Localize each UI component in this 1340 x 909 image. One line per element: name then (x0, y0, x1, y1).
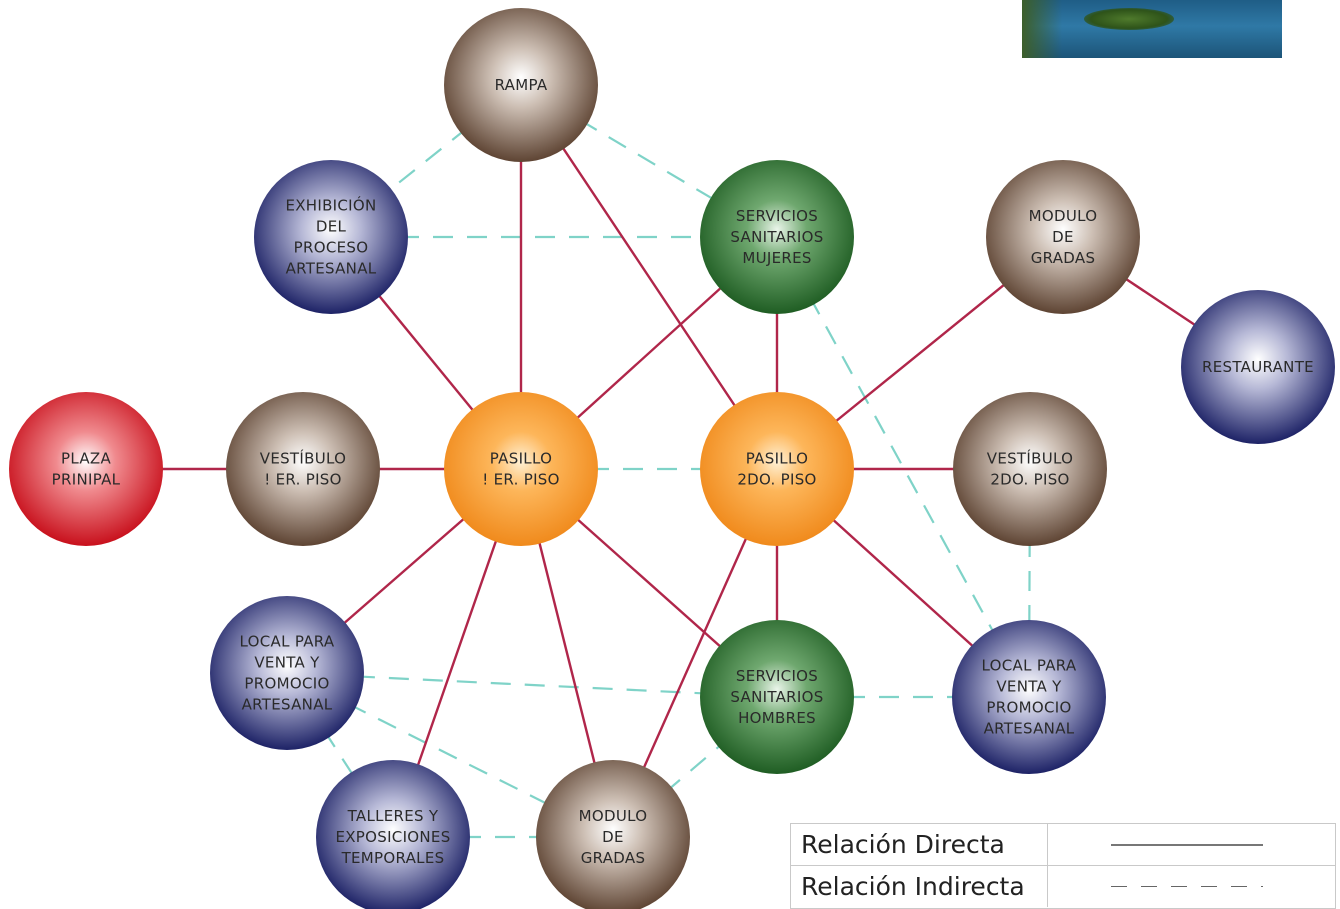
node-label: SERVICIOS (736, 207, 818, 225)
node-exhibicion: EXHIBICIÓN DEL PROCESO ARTESANAL (254, 160, 408, 314)
nodes: RAMPA EXHIBICIÓN DEL PROCESO ARTESANAL SERVIC… (9, 8, 1335, 909)
node-label: LOCAL PARA (982, 657, 1077, 675)
node-local-right: LOCAL PARA VENTA Y PROMOCIO ARTESANAL (952, 620, 1106, 774)
node-modulo-gradas-bottom: MODULO DE GRADAS (536, 760, 690, 909)
node-circle (953, 392, 1107, 546)
node-label: TALLERES Y (347, 807, 439, 825)
node-circle (226, 392, 380, 546)
node-circle (316, 760, 470, 909)
legend: Relación Directa Relación Indirecta (790, 823, 1336, 909)
dashed-line-sample (1111, 886, 1263, 887)
node-label: LOCAL PARA (240, 633, 335, 651)
node-circle (210, 596, 364, 750)
node-plaza: PLAZA PRINIPAL (9, 392, 163, 546)
node-circle (700, 160, 854, 314)
legend-divider (1047, 866, 1048, 907)
legend-row-indirect: Relación Indirecta (791, 866, 1335, 907)
node-rampa: RAMPA (444, 8, 598, 162)
node-circle (444, 8, 598, 162)
node-circle (9, 392, 163, 546)
node-label: 2DO. PISO (737, 471, 816, 489)
legend-direct-label: Relación Directa (801, 830, 1005, 859)
node-label: VENTA Y (254, 654, 320, 672)
node-circle (444, 392, 598, 546)
node-circle (700, 392, 854, 546)
legend-row-direct: Relación Directa (791, 824, 1335, 866)
node-label: RESTAURANTE (1202, 358, 1314, 376)
node-label: ! ER. PISO (264, 471, 341, 489)
node-circle (986, 160, 1140, 314)
node-label: TEMPORALES (341, 849, 445, 867)
legend-divider (1047, 824, 1048, 865)
node-label: ARTESANAL (984, 720, 1075, 738)
node-local-left: LOCAL PARA VENTA Y PROMOCIO ARTESANAL (210, 596, 364, 750)
node-label: PASILLO (746, 450, 808, 468)
node-label: DE (1052, 228, 1074, 246)
node-label: DEL (316, 218, 347, 236)
photo-shore (1022, 0, 1062, 58)
legend-indirect-label: Relación Indirecta (801, 872, 1025, 901)
lake-photo (1022, 0, 1282, 58)
indirect-edge-local_left-ss_hombres (286, 671, 778, 699)
node-label: ! ER. PISO (482, 471, 559, 489)
node-label: PROMOCIO (244, 675, 329, 693)
node-label: HOMBRES (738, 709, 816, 727)
node-vestibulo-2: VESTÍBULO 2DO. PISO (953, 392, 1107, 546)
node-label: MODULO (1029, 207, 1098, 225)
node-circle (536, 760, 690, 909)
node-label: RAMPA (495, 76, 548, 94)
node-label: EXHIBICIÓN (285, 196, 376, 215)
solid-line-sample (1111, 844, 1263, 846)
node-label: ARTESANAL (286, 260, 377, 278)
node-modulo-gradas-top: MODULO DE GRADAS (986, 160, 1140, 314)
node-label: DE (602, 828, 624, 846)
node-label: VENTA Y (996, 678, 1062, 696)
node-label: PLAZA (61, 450, 111, 468)
node-vestibulo-1: VESTÍBULO ! ER. PISO (226, 392, 380, 546)
node-talleres: TALLERES Y EXPOSICIONES TEMPORALES (316, 760, 470, 909)
indirect-edge-local_left-modulo_gradas_bottom (286, 672, 614, 838)
node-label: GRADAS (581, 849, 646, 867)
node-label: VESTÍBULO (987, 449, 1073, 468)
node-circle (254, 160, 408, 314)
node-circle (952, 620, 1106, 774)
node-label: 2DO. PISO (990, 471, 1069, 489)
node-label: VESTÍBULO (260, 449, 346, 468)
node-circle (700, 620, 854, 774)
node-label: SERVICIOS (736, 667, 818, 685)
node-label: MODULO (579, 807, 648, 825)
node-pasillo-2: PASILLO 2DO. PISO (700, 392, 854, 546)
node-ss-mujeres: SERVICIOS SANITARIOS MUJERES (700, 160, 854, 314)
node-label: PROCESO (294, 239, 369, 257)
photo-island (1084, 8, 1174, 30)
node-label: EXPOSICIONES (335, 828, 450, 846)
indirect-edges (286, 84, 1032, 839)
node-pasillo-1: PASILLO ! ER. PISO (444, 392, 598, 546)
node-label: PRINIPAL (52, 471, 121, 489)
node-label: MUJERES (742, 249, 811, 267)
node-circle (1181, 290, 1335, 444)
node-label: ARTESANAL (242, 696, 333, 714)
node-label: PASILLO (490, 450, 552, 468)
node-restaurante: RESTAURANTE (1181, 290, 1335, 444)
node-ss-hombres: SERVICIOS SANITARIOS HOMBRES (700, 620, 854, 774)
node-label: GRADAS (1031, 249, 1096, 267)
node-label: SANITARIOS (730, 688, 823, 706)
node-label: PROMOCIO (986, 699, 1071, 717)
indirect-edge-ss_mujeres-local_right (776, 236, 1030, 698)
node-label: SANITARIOS (730, 228, 823, 246)
